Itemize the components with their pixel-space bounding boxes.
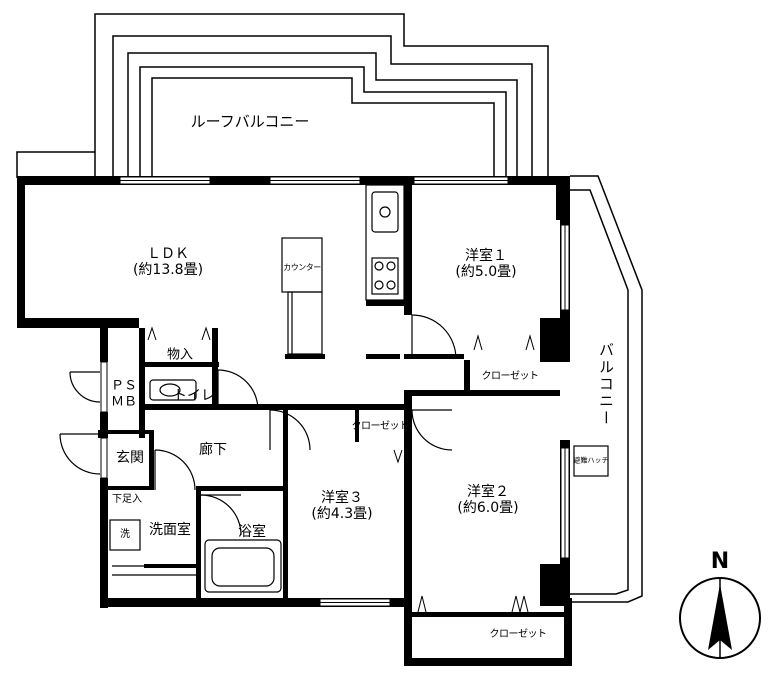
ldk-name: ＬＤＫ [146,245,189,262]
western1-size: (約5.0畳) [455,264,517,280]
ldk-size: (約13.8畳) [132,262,204,278]
western3-name: 洋室３ [320,489,363,506]
hallway-label: 廊下 [199,442,227,458]
hatch-box [573,445,609,477]
bathroom-fixtures [109,379,282,593]
western2-size: (約6.0畳) [457,500,519,516]
balcony-label: バルコニー [597,342,615,427]
closet1-label: クローゼット [481,371,540,382]
shoe-box-label: 下足入 [112,494,142,505]
compass-north-label: N [710,549,730,574]
western3-label: 洋室３ (約4.3畳) [311,490,372,522]
western3-size: (約4.3畳) [311,506,373,522]
western2-name: 洋室２ [466,483,509,500]
right-balcony-outline [570,175,643,603]
washroom-label: 洗面室 [149,522,191,538]
mb-label: ＭＢ [110,394,138,410]
hatch-label: 避難ハッチ [573,456,609,465]
entrance-label: 玄関 [116,450,144,466]
windows [100,176,570,607]
closet3-label: クローゼット [489,629,548,640]
toilet-label: トイレ [173,388,215,404]
interior-walls [108,185,564,617]
western1-name: 洋室１ [464,247,507,264]
ldk-label: ＬＤＫ (約13.8畳) [133,246,203,278]
counter-label: カウンター [283,263,321,272]
storage-label: 物入 [166,347,194,363]
closet2-label: クローゼット [351,421,410,432]
ps-label: ＰＳ [110,378,138,394]
bathroom-label: 浴室 [238,524,266,540]
roof-balcony-label: ルーフバルコニー [190,112,310,131]
laundry-label: 洗 [120,529,130,540]
western1-label: 洋室１ (約5.0畳) [455,248,516,280]
roof-balcony-outline [16,13,549,178]
western2-label: 洋室２ (約6.0畳) [457,484,518,516]
kitchen-counter [281,184,405,355]
compass [679,577,761,659]
closet-door-marks [147,326,535,613]
door-swings [59,314,457,536]
